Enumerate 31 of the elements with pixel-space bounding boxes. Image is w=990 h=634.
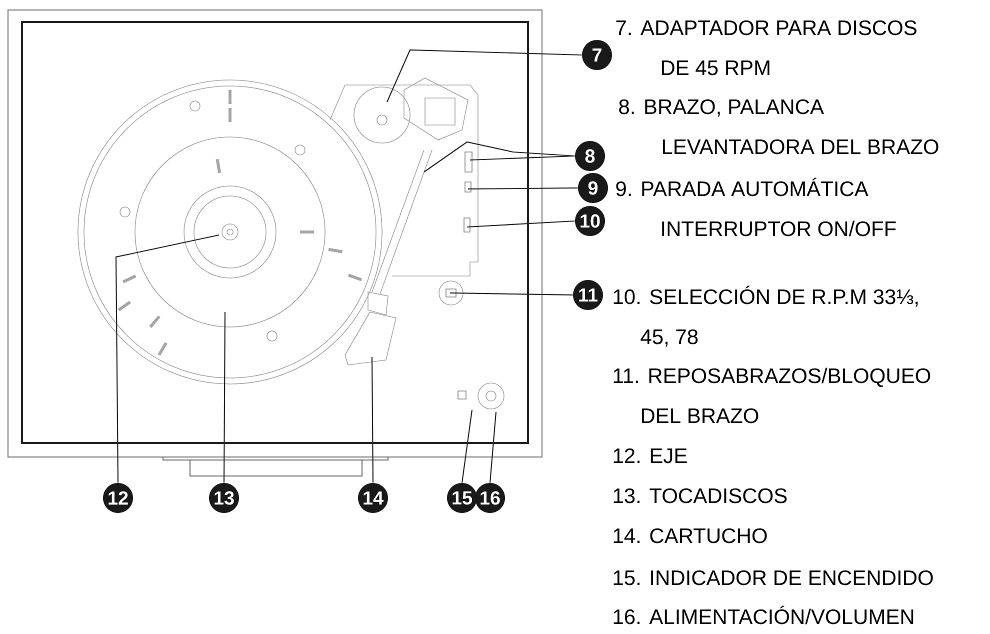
leader-line	[371, 356, 374, 483]
leader-line	[450, 292, 573, 296]
callout-number: 16	[475, 482, 505, 513]
leader-line	[223, 312, 226, 483]
callout-number: 8	[575, 141, 605, 171]
list-item: 15. INDICADOR DE ENCENDIDO	[614, 570, 933, 586]
list-item: 12. EJE	[614, 448, 687, 464]
leader-line	[466, 220, 575, 228]
callout-number: 13	[209, 482, 239, 513]
leader-line	[468, 187, 578, 190]
list-item: 13. TOCADISCOS	[614, 488, 787, 504]
list-item: 10. SELECCIÓN DE R.P.M 33⅓, 45, 78	[614, 286, 918, 347]
list-item: 11. REPOSABRAZOS/BLOQUEO DEL BRAZO	[614, 368, 930, 424]
list-item: 8. BRAZO, PALANCA LEVANTADORA DEL BRAZO	[619, 99, 938, 154]
leader-line	[489, 412, 497, 483]
callout-number: 14	[358, 482, 388, 513]
leader-line	[386, 49, 582, 102]
list-item: 7. ADAPTADOR PARA DISCOS DE 45 RPM	[616, 20, 916, 76]
leader-line	[424, 141, 575, 172]
leader-line	[115, 234, 220, 483]
callout-number: 11	[573, 280, 603, 310]
list-item: 16. ALIMENTACIÓN/VOLUMEN	[614, 606, 914, 624]
list-item: 9. PARADA AUTOMÁTICA INTERRUPTOR ON/OFF	[616, 178, 896, 236]
callout-number: 9	[578, 173, 608, 203]
list-item: 14. CARTUCHO	[614, 528, 767, 544]
callout-number: 7	[582, 40, 612, 70]
leader-line	[470, 155, 575, 161]
leader-line	[461, 410, 473, 483]
callout-number: 10	[575, 206, 605, 236]
callout-number: 12	[103, 482, 133, 513]
callout-number: 15	[447, 482, 477, 513]
